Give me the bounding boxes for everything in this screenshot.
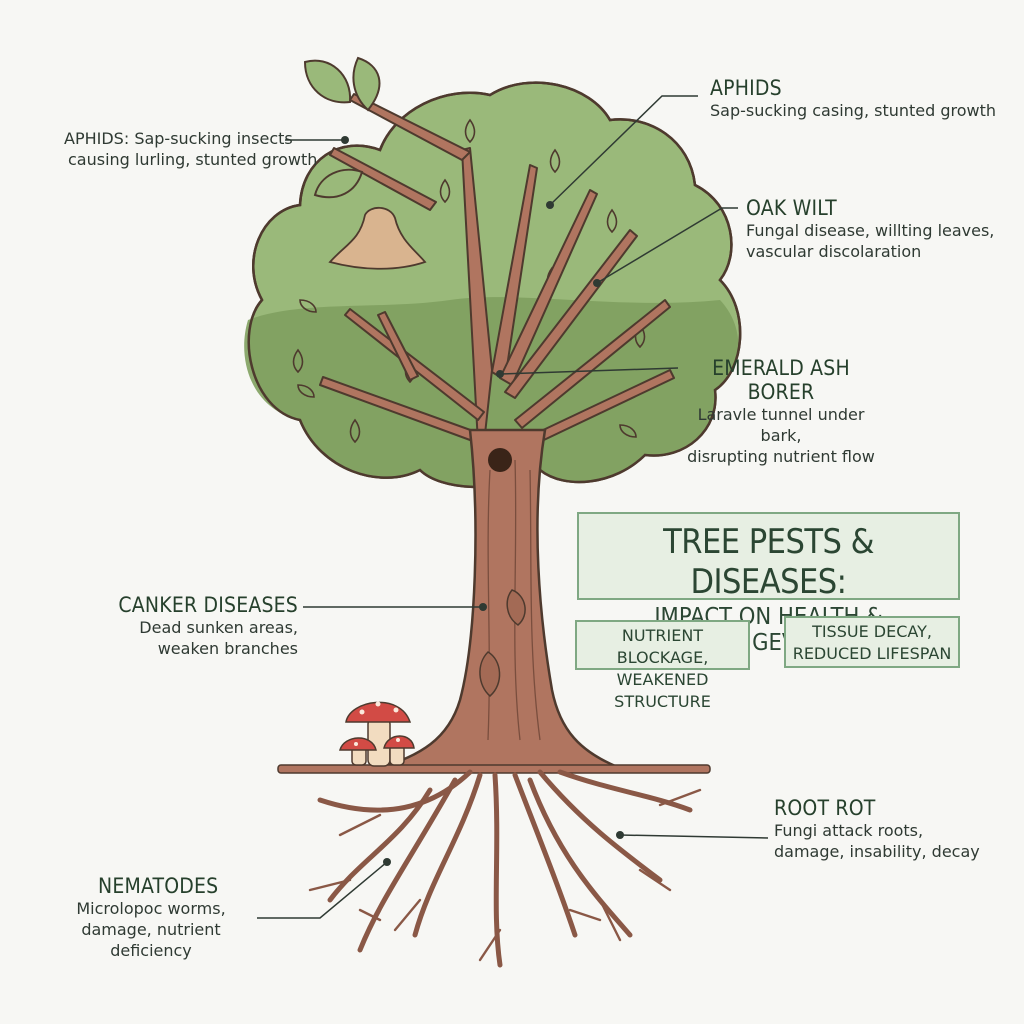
emerald-ash-borer-title: EMERALD ASH BORER: [712, 356, 850, 404]
aphids-left-desc-2: causing lurling, stunted growth: [68, 150, 318, 169]
label-root-rot: ROOT ROT Fungi attack roots, damage, ins…: [774, 796, 980, 862]
aphids-right-title: APHIDS: [710, 76, 782, 100]
title-box: TREE PESTS & DISEASES: IMPACT ON HEALTH …: [577, 512, 960, 656]
nematodes-title: NEMATODES: [98, 874, 219, 898]
emerald-ash-borer-desc-2: disrupting nutrient flow: [687, 447, 875, 466]
branch-leaves: [303, 56, 381, 199]
leader-lines: [257, 95, 769, 919]
oak-wilt-title: OAK WILT: [746, 196, 837, 220]
aphids-left-title: APHIDS:: [64, 129, 130, 148]
impact-box-lifespan: TISSUE DECAY, REDUCED LIFESPAN: [784, 616, 960, 668]
root-rot-desc-1: Fungi attack roots,: [774, 821, 924, 840]
emerald-ash-borer-desc-1: Laravle tunnel under bark,: [697, 405, 865, 445]
oak-wilt-desc-1: Fungal disease, willting leaves,: [746, 221, 995, 240]
tree-roots: [317, 769, 693, 968]
canker-desc-2: weaken branches: [157, 639, 298, 658]
label-aphids-left: APHIDS: Sap-sucking insects causing lurl…: [64, 128, 317, 170]
label-emerald-ash-borer: EMERALD ASH BORER Laravle tunnel under b…: [676, 356, 886, 467]
impact-structure-line2: WEAKENED STRUCTURE: [614, 670, 711, 711]
impact-lifespan-line2: REDUCED LIFESPAN: [792, 644, 952, 663]
mushrooms: [339, 701, 415, 767]
root-rot-desc-2: damage, insability, decay: [774, 842, 980, 861]
aphids-left-desc-1: Sap-sucking insects: [134, 129, 293, 148]
aphids-right-desc-1: Sap-sucking casing, stunted growth: [710, 101, 997, 120]
label-aphids-right: APHIDS Sap-sucking casing, stunted growt…: [710, 76, 996, 121]
bracket-fungus: [328, 206, 427, 270]
tree-branches: [319, 93, 675, 481]
label-oak-wilt: OAK WILT Fungal disease, willting leaves…: [746, 196, 994, 262]
impact-box-structure: NUTRIENT BLOCKAGE, WEAKENED STRUCTURE: [575, 620, 750, 711]
label-nematodes: NEMATODES Microlopoc worms, damage, nutr…: [40, 874, 262, 961]
canker-lesion-lower: [479, 651, 501, 697]
ground-line: [277, 764, 711, 774]
tree-canopy: [244, 81, 742, 489]
borer-hole: [488, 448, 512, 472]
impact-structure-line1: NUTRIENT BLOCKAGE,: [616, 626, 709, 667]
oak-wilt-desc-2: vascular discolaration: [746, 242, 922, 261]
canker-desc-1: Dead sunken areas,: [139, 618, 298, 637]
page-title: TREE PESTS & DISEASES:: [663, 522, 874, 602]
nematodes-desc-2: damage, nutrient deficiency: [81, 920, 221, 960]
canker-title: CANKER DISEASES: [118, 593, 298, 617]
root-rot-title: ROOT ROT: [774, 796, 876, 820]
canker-lesion: [506, 589, 526, 626]
impact-lifespan-line1: TISSUE DECAY,: [812, 622, 932, 641]
nematodes-desc-1: Microlopoc worms,: [76, 899, 226, 918]
label-canker: CANKER DISEASES Dead sunken areas, weake…: [110, 593, 298, 659]
